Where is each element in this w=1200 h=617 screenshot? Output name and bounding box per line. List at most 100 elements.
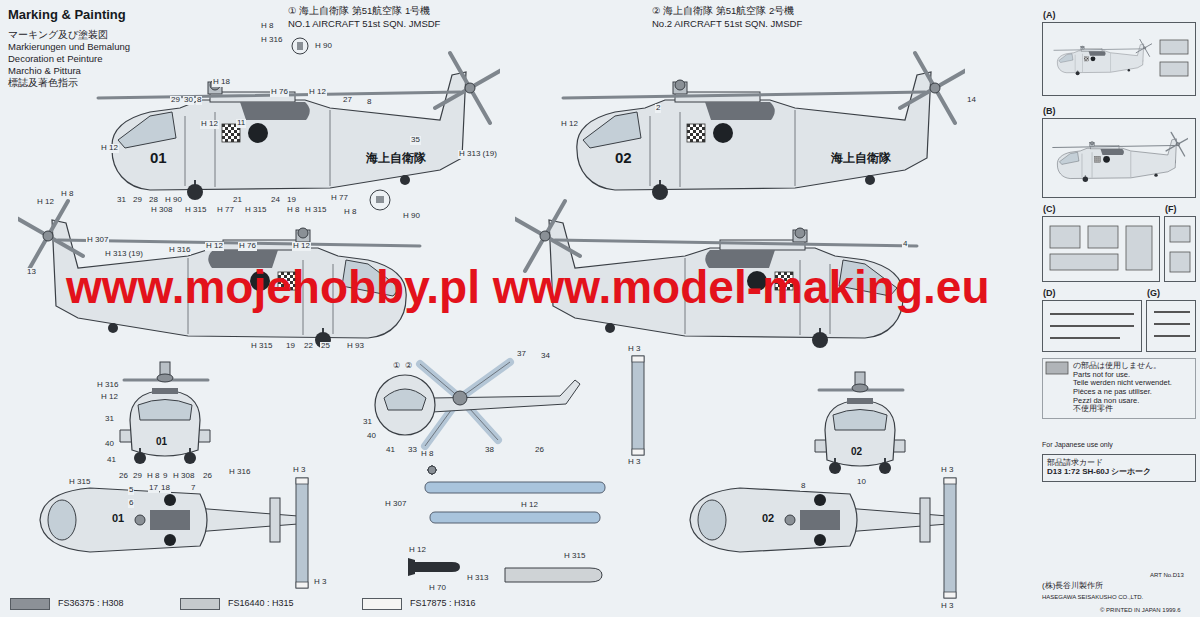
callout-number: 29 <box>132 472 143 481</box>
callout-number: H 315 <box>68 478 91 487</box>
callout-number: 27 <box>342 96 353 105</box>
callout-number: H 3 <box>627 345 641 354</box>
callout-number: 13 <box>26 268 37 277</box>
box-text: Teile werden nicht verwendet. <box>1073 379 1192 388</box>
callout-number: H 3 <box>627 458 641 467</box>
callout-number: H 90 <box>402 212 421 221</box>
callout-number: 14 <box>966 96 977 105</box>
callout-number: 10 <box>856 478 867 487</box>
callout-number: 4 <box>902 240 908 249</box>
box-text: の部品は使用しません。 <box>1073 362 1192 371</box>
callout-number: H 90 <box>314 42 333 51</box>
panel-box: (G) <box>1146 300 1196 352</box>
info-box: 部品請求カードD13 1:72 SH-60J シーホーク <box>1042 454 1196 482</box>
callout-number: H 12 <box>100 393 119 402</box>
detail-inset <box>376 196 384 203</box>
caption-text: マーキング及び塗装図 <box>8 30 108 41</box>
fuselage-marking: 02 <box>615 150 632 167</box>
callout-number: H 8 <box>146 472 160 481</box>
legend-text: FS16440 : H315 <box>228 598 294 608</box>
callout-number: 8 <box>800 482 806 491</box>
callout-number: H 307 <box>384 500 407 509</box>
box-text: Pièces a ne pas utiliser. <box>1073 388 1192 397</box>
callout-number: H 76 <box>270 88 289 97</box>
callout-number: H 313 <box>466 574 489 583</box>
box-text: Parts not for use. <box>1073 371 1192 380</box>
callout-number: 22 <box>303 342 314 351</box>
caption-text: For Japanese use only <box>1042 441 1113 449</box>
callout-number: H 316 <box>168 246 191 255</box>
callout-number: H 8 <box>260 22 274 31</box>
callout-number: H 12 <box>292 242 311 251</box>
callout-number: 30 <box>183 96 194 105</box>
callout-number: 35 <box>410 136 421 145</box>
callout-number: H 315 <box>304 206 327 215</box>
callout-number: H 93 <box>346 342 365 351</box>
legend-text: FS17875 : H316 <box>410 598 476 608</box>
caption-text: Markierungen und Bemalung <box>8 42 130 53</box>
callout-number: 8 <box>366 98 372 107</box>
callout-number: H 8 <box>60 190 74 199</box>
fuselage-marking: 海上自衛隊 <box>831 152 891 165</box>
panel-box: (A) <box>1042 22 1196 96</box>
legend-text: FS36375 : H308 <box>58 598 124 608</box>
caption-text: No.2 AIRCRAFT 51st SQN. JMSDF <box>652 19 802 30</box>
callout-number: H 3 <box>940 602 954 611</box>
fuselage-marking: 01 <box>112 512 124 524</box>
color-swatch <box>10 598 50 610</box>
callout-number: H 3 <box>313 578 327 587</box>
callout-number: H 315 <box>250 342 273 351</box>
caption-text: ① 海上自衛隊 第51航空隊 1号機 <box>288 6 430 17</box>
assembly-thumbnails <box>1046 39 1190 374</box>
watermark: www.mojehobby.pl www.model-making.eu <box>66 262 989 314</box>
panel-box: (C) <box>1042 216 1160 282</box>
top-view <box>40 488 298 552</box>
front-view <box>120 362 210 464</box>
callout-number: 8 <box>196 96 202 105</box>
box-heading: (A) <box>1043 10 1056 20</box>
fuselage-marking: 海上自衛隊 <box>366 152 426 165</box>
callout-number: ① <box>392 362 401 371</box>
callout-number: H 18 <box>212 78 231 87</box>
callout-number: H 12 <box>205 242 224 251</box>
detail-inset <box>292 38 308 54</box>
callout-number: H 316 <box>96 381 119 390</box>
sheet-title: Marking & Painting <box>8 8 126 23</box>
rotor-blade-strip <box>296 356 956 598</box>
callout-number: 18 <box>160 484 171 493</box>
callout-number: 28 <box>148 196 159 205</box>
callout-number: H 76 <box>238 242 257 251</box>
side-view <box>563 53 970 200</box>
caption-text: Marchio & Pittura <box>8 66 81 77</box>
caption-text: 標誌及著色指示 <box>8 78 78 89</box>
callout-number: 26 <box>118 472 129 481</box>
callout-number: H 3 <box>292 466 306 475</box>
callout-number: 6 <box>128 499 134 508</box>
panel-box: (F) <box>1164 216 1196 282</box>
callout-number: H 12 <box>308 88 327 97</box>
callout-number: 7 <box>190 484 196 493</box>
fuselage-marking: 02 <box>762 512 774 524</box>
callout-number: 25 <box>320 342 331 351</box>
callout-number: H 8 <box>343 208 357 217</box>
callout-number: H 77 <box>330 194 349 203</box>
caption-text: ART No.D13 <box>1150 572 1184 579</box>
side-view <box>98 53 505 200</box>
callout-number: H 308 <box>150 206 173 215</box>
caption-text: HASEGAWA SEISAKUSHO CO.,LTD. <box>1042 594 1143 601</box>
caption-text: Decoration et Peinture <box>8 54 103 65</box>
callout-number: 31 <box>116 196 127 205</box>
box-heading: (D) <box>1043 288 1056 298</box>
parts-detail <box>408 465 605 582</box>
callout-number: 19 <box>285 342 296 351</box>
box-heading: (G) <box>1147 288 1160 298</box>
detail-inset <box>297 42 303 50</box>
fuselage-marking: 01 <box>156 436 167 447</box>
callout-number: H 307 <box>86 236 109 245</box>
callout-number: 29 <box>170 96 181 105</box>
callout-number: 19 <box>286 196 297 205</box>
caption-text: NO.1 AIRCRAFT 51st SQN. JMSDF <box>288 19 440 30</box>
callout-number: 38 <box>484 446 495 455</box>
callout-number: 11 <box>236 119 246 128</box>
box-text: Pezzi da non usare. <box>1073 397 1192 406</box>
